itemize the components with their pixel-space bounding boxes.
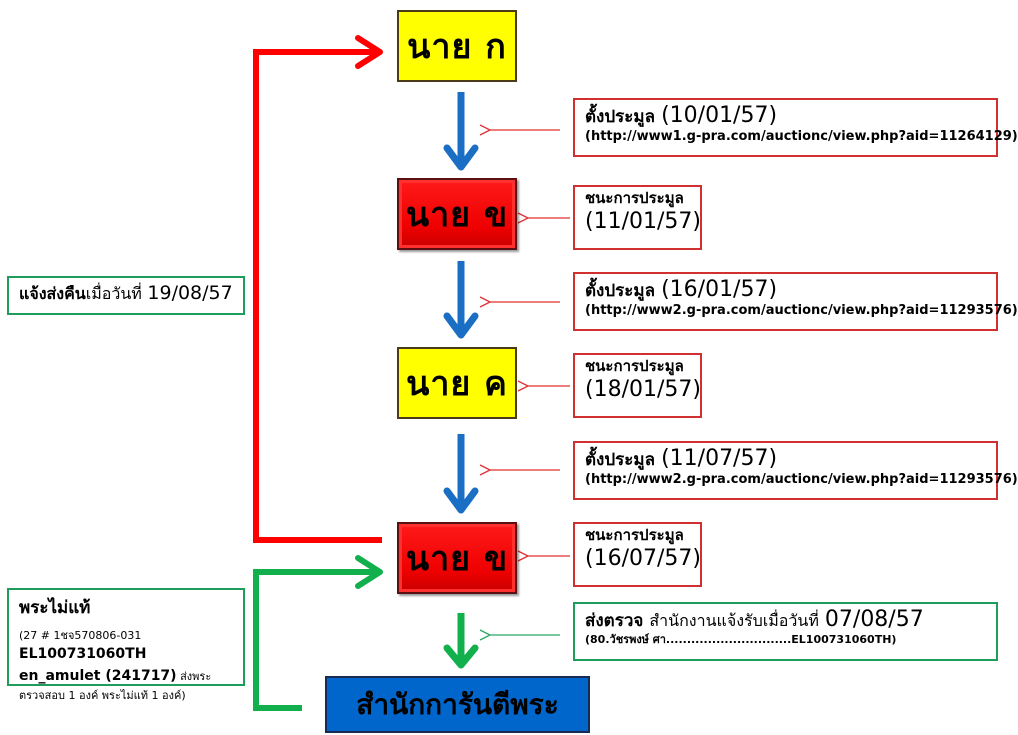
event-date: (16/01/57) — [661, 277, 778, 302]
result-title: พระไม่แท้ — [19, 598, 91, 618]
event-auction-post-1: ตั้งประมูล (10/01/57) (http://www1.g-pra… — [573, 98, 1018, 157]
event-auction-post-2: ตั้งประมูล (16/01/57) (http://www2.g-pra… — [573, 272, 1018, 331]
node-label: นาย ข — [405, 195, 509, 235]
event-label: ตั้งประมูล — [585, 450, 656, 470]
result-user: en_amulet (241717) — [19, 667, 177, 684]
event-date: (10/01/57) — [661, 103, 778, 128]
node-guarantee-office[interactable]: สำนักการันตีพระ — [325, 676, 590, 733]
node-label: สำนักการันตีพระ — [356, 687, 559, 721]
result-tracking: EL100731060TH — [19, 646, 147, 663]
flow-arrow-3 — [443, 434, 479, 514]
node-mr-b-second[interactable]: นาย ข — [397, 522, 517, 594]
event-url[interactable]: (http://www2.g-pra.com/auctionc/view.php… — [585, 303, 1018, 319]
event-text: สำนักงานแจ้งรับเมื่อวันที่ — [649, 611, 819, 630]
event-detail: (80.วัชรพงษ์ ศา.........................… — [585, 633, 897, 647]
event-date: 07/08/57 — [824, 607, 924, 632]
event-label: ชนะการประมูล — [585, 189, 684, 207]
event-url[interactable]: (http://www1.g-pra.com/auctionc/view.php… — [585, 129, 1018, 145]
event-date: (16/07/57) — [585, 546, 701, 572]
node-mr-b-first[interactable]: นาย ข — [397, 178, 517, 250]
return-notice-box: แจ้งส่งคืนเมื่อวันที่ 19/08/57 — [7, 276, 245, 315]
event-auction-win-3: ชนะการประมูล (16/07/57) — [573, 522, 702, 587]
event-auction-post-3: ตั้งประมูล (11/07/57) (http://www2.g-pra… — [573, 441, 1018, 500]
event-date: (11/07/57) — [661, 446, 778, 471]
node-mr-a[interactable]: นาย ก — [397, 10, 517, 82]
event-label: ชนะการประมูล — [585, 357, 684, 375]
event-sent-for-check: ส่งตรวจ สำนักงานแจ้งรับเมื่อวันที่ 07/08… — [573, 602, 998, 661]
node-label: นาย ข — [405, 539, 509, 579]
result-detail-suffix: ส่งพระตรวจสอบ 1 องค์ พระไม่แท้ 1 องค์) — [19, 669, 212, 703]
return-notice-label-rest: เมื่อวันที่ — [85, 284, 142, 303]
event-label: ส่งตรวจ — [585, 611, 644, 631]
return-notice-date: 19/08/57 — [147, 282, 233, 304]
node-mr-c[interactable]: นาย ค — [397, 347, 517, 419]
return-notice-label: แจ้งส่งคืน — [19, 284, 86, 303]
node-label: นาย ค — [406, 364, 508, 404]
flow-arrow-to-office — [443, 613, 479, 669]
event-label: ตั้งประมูล — [585, 107, 656, 127]
event-date: (18/01/57) — [585, 377, 701, 403]
event-date: (11/01/57) — [585, 209, 701, 235]
event-label: ตั้งประมูล — [585, 281, 656, 301]
event-auction-win-1: ชนะการประมูล (11/01/57) — [573, 185, 702, 250]
event-auction-win-2: ชนะการประมูล (18/01/57) — [573, 353, 702, 418]
result-detail-prefix: (27 # 1ชจ570806-031 — [19, 629, 142, 642]
result-box: พระไม่แท้ (27 # 1ชจ570806-031 EL10073106… — [7, 588, 245, 702]
return-loop-arrow — [253, 35, 383, 543]
event-url[interactable]: (http://www2.g-pra.com/auctionc/view.php… — [585, 472, 1018, 488]
flow-arrow-2 — [443, 261, 479, 339]
event-label: ชนะการประมูล — [585, 526, 684, 544]
flow-arrow-1 — [443, 92, 479, 171]
node-label: นาย ก — [407, 27, 507, 67]
